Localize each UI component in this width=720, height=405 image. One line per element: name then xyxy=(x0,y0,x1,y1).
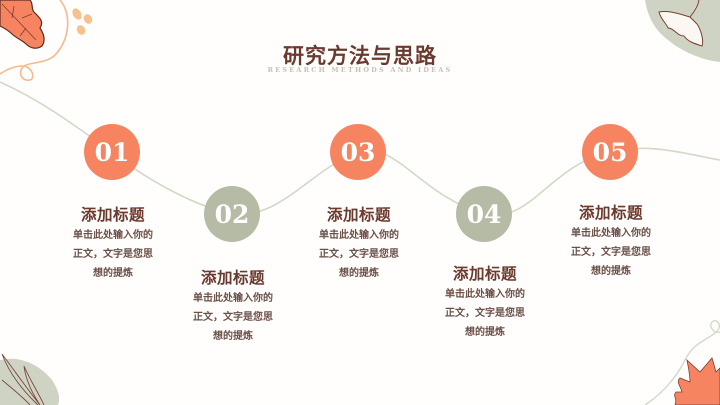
step-number-badge-02: 02 xyxy=(204,186,260,242)
step-block-02: 添加标题 单击此处输入你的 正文，文字是您思 想的提炼 xyxy=(168,268,298,346)
step-heading: 添加标题 xyxy=(578,203,643,222)
step-number-badge-04: 04 xyxy=(456,186,512,242)
step-body: 单击此处输入你的 正文，文字是您思 想的提炼 xyxy=(168,289,298,346)
step-heading: 添加标题 xyxy=(80,205,145,224)
step-body-line: 单击此处输入你的 xyxy=(73,230,153,241)
step-body-line: 想的提炼 xyxy=(213,331,253,342)
step-body: 单击此处输入你的 正文，文字是您思 想的提炼 xyxy=(420,285,550,342)
step-body-line: 想的提炼 xyxy=(93,268,133,279)
page-subtitle: RESEARCH METHODS AND IDEAS xyxy=(267,66,453,74)
step-block-05: 添加标题 单击此处输入你的 正文，文字是您思 想的提炼 xyxy=(546,203,676,281)
step-heading: 添加标题 xyxy=(452,264,517,283)
maple-leaf-icon xyxy=(674,357,720,405)
step-body: 单击此处输入你的 正文，文字是您思 想的提炼 xyxy=(546,224,676,281)
step-heading: 添加标题 xyxy=(200,268,265,287)
step-body-line: 想的提炼 xyxy=(465,327,505,338)
step-number-badge-03: 03 xyxy=(330,124,386,180)
step-body-line: 正文，文字是您思 xyxy=(193,312,273,323)
step-body-line: 正文，文字是您思 xyxy=(73,249,153,260)
step-body-line: 想的提炼 xyxy=(339,268,379,279)
step-body-line: 单击此处输入你的 xyxy=(445,289,525,300)
step-body: 单击此处输入你的 正文，文字是您思 想的提炼 xyxy=(294,226,424,283)
step-body-line: 正文，文字是您思 xyxy=(571,247,651,258)
step-number-badge-01: 01 xyxy=(84,124,140,180)
green-blob-bottom-left xyxy=(0,358,60,405)
step-body-line: 想的提炼 xyxy=(591,266,631,277)
step-body-line: 正文，文字是您思 xyxy=(319,249,399,260)
step-heading: 添加标题 xyxy=(326,205,391,224)
step-body-line: 正文，文字是您思 xyxy=(445,308,525,319)
step-body: 单击此处输入你的 正文，文字是您思 想的提炼 xyxy=(48,226,178,283)
step-number-badge-05: 05 xyxy=(582,124,638,180)
curl-vine-bottom-right xyxy=(644,320,720,405)
step-body-line: 单击此处输入你的 xyxy=(193,293,273,304)
step-block-03: 添加标题 单击此处输入你的 正文，文字是您思 想的提炼 xyxy=(294,205,424,283)
step-block-01: 添加标题 单击此处输入你的 正文，文字是您思 想的提炼 xyxy=(48,205,178,283)
step-body-line: 单击此处输入你的 xyxy=(319,230,399,241)
page-title: 研究方法与思路 xyxy=(283,43,437,68)
step-block-04: 添加标题 单击此处输入你的 正文，文字是您思 想的提炼 xyxy=(420,264,550,342)
fern-leaf-icon xyxy=(1,353,45,405)
step-body-line: 单击此处输入你的 xyxy=(571,228,651,239)
